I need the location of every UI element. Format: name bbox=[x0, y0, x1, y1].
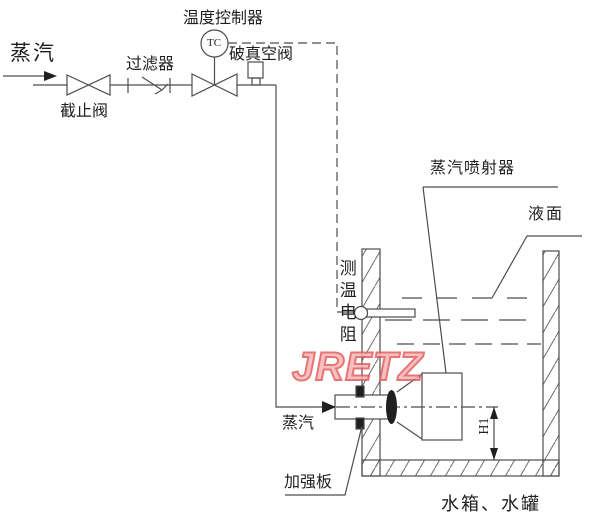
reinforcing-leader bbox=[285, 425, 363, 496]
watermark-logo: JRETZ bbox=[291, 345, 424, 389]
control-signal-line bbox=[228, 42, 338, 312]
vacuum-breaker-symbol bbox=[247, 61, 264, 86]
liquid-level-label: 液面 bbox=[528, 206, 565, 223]
temp-sensor-label: 测温电阻 bbox=[336, 259, 356, 347]
water-level-dashes bbox=[385, 297, 541, 345]
steam-downpipe bbox=[275, 85, 322, 408]
filter-label: 过滤器 bbox=[126, 56, 175, 73]
filter-symbol bbox=[127, 76, 171, 95]
vacuum-breaker-label: 破真空阀 bbox=[229, 46, 294, 63]
h1-dimension bbox=[490, 407, 498, 460]
steam-flow-arrow bbox=[3, 71, 57, 81]
steam-injector-label: 蒸汽喷射器 bbox=[430, 160, 516, 177]
temp-controller-label: 温度控制器 bbox=[183, 10, 264, 27]
steam-nozzle-label: 蒸汽 bbox=[282, 415, 315, 432]
temp-sensor-probe bbox=[353, 305, 416, 321]
tank-bottom bbox=[361, 459, 560, 477]
tc-tag-label: TC bbox=[206, 37, 222, 49]
control-valve-symbol bbox=[191, 57, 238, 97]
stop-valve-symbol bbox=[66, 74, 111, 96]
steam-inlet-label: 蒸汽 bbox=[10, 41, 56, 65]
nozzle-flow-arrow bbox=[322, 401, 336, 413]
level-leader bbox=[491, 235, 582, 299]
injector-leader bbox=[422, 186, 558, 374]
tank-label: 水箱、水罐 bbox=[441, 494, 541, 514]
h1-dimension-label: H1 bbox=[477, 417, 492, 435]
reinforcing-plate-shape bbox=[355, 385, 365, 430]
tank-right-wall bbox=[542, 250, 560, 477]
stop-valve-label: 截止阀 bbox=[60, 103, 109, 120]
reinforcing-plate-label: 加强板 bbox=[284, 474, 333, 491]
pipe-flange bbox=[386, 390, 397, 424]
